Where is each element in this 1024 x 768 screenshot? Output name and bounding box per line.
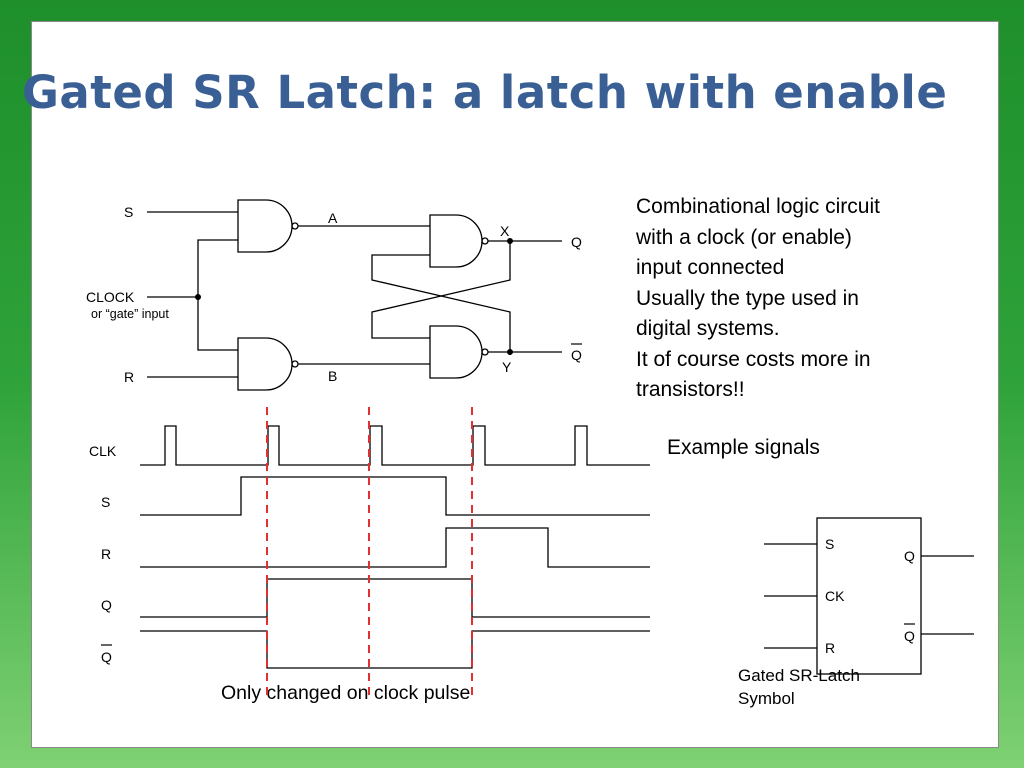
feedback-y: [371, 254, 511, 352]
nand-gate-y: [429, 325, 483, 379]
nand-gate-x: [429, 214, 483, 268]
q-waveform: [140, 578, 650, 618]
symbol-q-label: Q: [904, 548, 915, 564]
symbol-caption-line: Symbol: [738, 689, 795, 708]
inverter-bubble: [481, 237, 489, 245]
junction-dot: [507, 238, 513, 244]
nand-gate-s: [237, 199, 293, 253]
qbar-waveform: [140, 630, 650, 669]
description-line: with a clock (or enable): [636, 225, 852, 249]
node-b-label: B: [328, 368, 337, 384]
s-waveform: [140, 476, 650, 516]
symbol-caption: Gated SR-Latch Symbol: [738, 664, 860, 710]
inverter-bubble: [291, 360, 299, 368]
node-a-label: A: [328, 210, 338, 226]
nand-gate-r: [237, 337, 293, 391]
description-line: input connected: [636, 256, 785, 279]
timing-labels: CLK S R Q Q: [89, 443, 117, 665]
latch-symbol: [764, 517, 974, 675]
symbol-s-label: S: [825, 536, 834, 552]
symbol-labels: S CK R Q Q: [825, 536, 915, 656]
description-line: Usually the type used in: [636, 286, 859, 310]
slide-title: Gated SR Latch: a latch with enable: [22, 66, 948, 119]
description-line: It of course costs more in: [636, 347, 871, 371]
latch-circuit: [147, 199, 562, 391]
input-r-label: R: [124, 369, 134, 385]
output-qbar-label: Q: [571, 347, 582, 363]
clock-label: CLOCK: [86, 289, 135, 305]
timing-diagram: [140, 425, 650, 669]
r-waveform: [140, 527, 650, 568]
timing-r-label: R: [101, 546, 111, 562]
slide-panel: [31, 21, 999, 748]
timing-s-label: S: [101, 494, 110, 510]
timing-clk-label: CLK: [89, 443, 117, 459]
description-line: transistors!!: [636, 378, 745, 401]
junction-dot: [507, 349, 513, 355]
node-y-label: Y: [502, 359, 512, 375]
gate-input-label: or “gate” input: [91, 307, 169, 321]
timing-qbar-label: Q: [101, 649, 112, 665]
clock-pulse-caption: Only changed on clock pulse: [221, 682, 471, 704]
input-s-label: S: [124, 204, 133, 220]
description-line: digital systems.: [636, 317, 780, 340]
wire-clock-branch: [197, 239, 238, 351]
symbol-caption-line: Gated SR-Latch: [738, 666, 860, 685]
clock-edge-markers: [266, 407, 473, 698]
timing-q-label: Q: [101, 597, 112, 613]
node-x-label: X: [500, 223, 510, 239]
inverter-bubble: [481, 348, 489, 356]
description-text: Combinational logic circuit with a clock…: [636, 192, 956, 406]
circuit-labels: S R CLOCK or “gate” input A B X Y Q Q: [86, 204, 582, 385]
feedback-x: [371, 241, 511, 339]
clk-waveform: [140, 425, 650, 466]
description-line: Combinational logic circuit: [636, 195, 880, 218]
output-q-label: Q: [571, 234, 582, 250]
symbol-ck-label: CK: [825, 588, 845, 604]
symbol-qbar-label: Q: [904, 628, 915, 644]
junction-dot: [195, 294, 201, 300]
example-signals-label: Example signals: [667, 436, 820, 459]
inverter-bubble: [291, 222, 299, 230]
symbol-r-label: R: [825, 640, 835, 656]
junction-dots: [195, 238, 513, 355]
